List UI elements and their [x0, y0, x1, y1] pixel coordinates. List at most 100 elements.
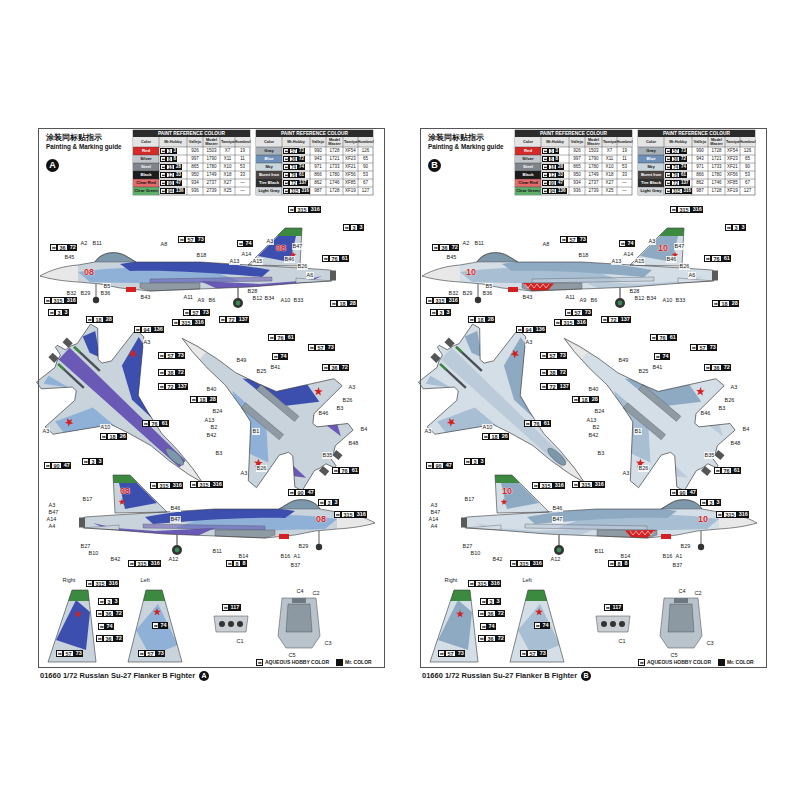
aqueous-logo-mark	[325, 367, 327, 369]
main-gear	[238, 288, 239, 299]
table-cell: 2739	[585, 187, 602, 195]
part-number: A1	[675, 553, 683, 560]
main-gear	[177, 535, 178, 546]
table-cell: XF56	[343, 171, 358, 179]
aqueous-color-icon	[665, 180, 671, 186]
mr-color-code: 3	[715, 499, 721, 506]
legend-text: AQUEOUS HOBBY COLOR	[265, 659, 329, 666]
mr-color-code: 117	[229, 604, 241, 611]
wing	[150, 277, 272, 283]
paint-table	[638, 130, 755, 195]
outline	[422, 253, 716, 291]
aqueous-logo-mark	[325, 258, 327, 260]
mr-color-code: 61	[340, 255, 349, 262]
aqueous-logo	[223, 605, 229, 611]
part-number: B3	[718, 405, 726, 412]
color-swatch	[133, 147, 159, 155]
table-rule	[256, 171, 373, 172]
mr-color-code: 3	[113, 598, 119, 605]
mr-color-code: 61	[732, 467, 741, 474]
hobby-color-code: 90	[548, 180, 557, 186]
hobby-color-code: 12	[548, 172, 557, 178]
table-cell: 1503	[203, 147, 220, 155]
hobby-color-code: 18	[337, 300, 348, 307]
hobby-color-code: 315	[539, 482, 553, 489]
table-header: Mr.Hobby	[159, 137, 187, 147]
part-number: B46	[552, 505, 563, 512]
table-rule	[617, 137, 618, 195]
aqueous-logo-mark	[291, 209, 293, 211]
part-number: B24	[594, 408, 605, 415]
aqueous-logo-mark	[89, 319, 91, 321]
camouflage	[460, 228, 704, 290]
bottom-view	[139, 287, 378, 517]
vertical-tail	[495, 475, 549, 513]
aqueous-color-icon	[468, 580, 475, 587]
aqueous-logo	[715, 468, 721, 474]
aircraft-number: 10	[502, 486, 512, 496]
outline	[248, 228, 302, 266]
part-number: B41	[652, 364, 663, 371]
aqueous-logo-mark	[155, 625, 157, 627]
outline	[11, 298, 248, 532]
hobby-color-code: 90	[295, 489, 306, 496]
aqueous-logo	[666, 149, 671, 154]
hobby-color-code: 3	[55, 309, 63, 316]
aqueous-logo-mark	[543, 372, 545, 374]
aqueous-logo-mark	[545, 159, 547, 161]
aqueous-color-icon	[183, 309, 190, 316]
mr-color-code: 74	[680, 164, 687, 170]
aqueous-logo	[159, 353, 165, 359]
instrument-dial	[228, 621, 234, 627]
part-number: B47	[170, 516, 181, 523]
hobby-color-code: 3	[471, 458, 479, 465]
wheel	[93, 297, 99, 303]
aqueous-color-icon	[542, 188, 548, 194]
hobby-color-code: 36	[671, 156, 680, 162]
aqueous-logo-mark	[161, 355, 163, 357]
aqueous-color-icon	[464, 458, 471, 465]
aqueous-logo-mark	[259, 662, 261, 664]
hobby-color-code: 315	[295, 206, 309, 213]
table-cell: 90	[740, 163, 755, 171]
aqueous-color-icon	[158, 383, 165, 390]
seat-cushion	[668, 604, 694, 632]
aqueous-color-icon	[178, 236, 185, 243]
top-view	[11, 298, 248, 532]
aqueous-logo-mark	[337, 514, 339, 516]
aqueous-logo-mark	[537, 625, 539, 627]
mr-color-code: 61	[286, 334, 295, 341]
table-cell: 1780	[203, 163, 220, 171]
table-cell: 2737	[203, 179, 220, 187]
hobby-color-code: 57	[567, 236, 578, 243]
aqueous-color-icon	[690, 344, 697, 351]
color-swatch	[638, 155, 664, 163]
aqueous-logo-mark	[668, 159, 670, 161]
table-cell: —	[617, 179, 632, 187]
legend-text: Mr. COLOR	[345, 659, 372, 666]
aqueous-logo-mark	[286, 167, 288, 169]
mr-color-code: 136	[175, 188, 185, 194]
mr-color-code: 3	[97, 458, 103, 465]
hobby-color-code: 57	[671, 148, 680, 154]
aqueous-color-icon	[510, 560, 517, 567]
color-swatch	[256, 147, 282, 155]
table-header: Model Master	[585, 137, 602, 147]
aqueous-logo	[671, 207, 677, 213]
part-number: B26	[724, 397, 735, 404]
aqueous-logo-mark	[193, 399, 195, 401]
table-cell: 1721	[708, 155, 725, 163]
table-cell: 11	[235, 155, 250, 163]
aqueous-logo-mark	[668, 183, 670, 185]
hobby-color-code: 72	[226, 316, 237, 323]
camouflage-patch	[119, 479, 157, 509]
aqueous-logo	[289, 207, 295, 213]
wheel	[233, 298, 243, 308]
side-view-right	[461, 475, 757, 555]
aqueous-color-icon	[160, 188, 166, 194]
aqueous-color-icon	[725, 224, 732, 231]
part-number: A13	[611, 258, 622, 265]
aqueous-color-icon	[665, 172, 671, 178]
mr-color-code: 74	[661, 353, 670, 360]
part-number: Right	[62, 577, 76, 584]
